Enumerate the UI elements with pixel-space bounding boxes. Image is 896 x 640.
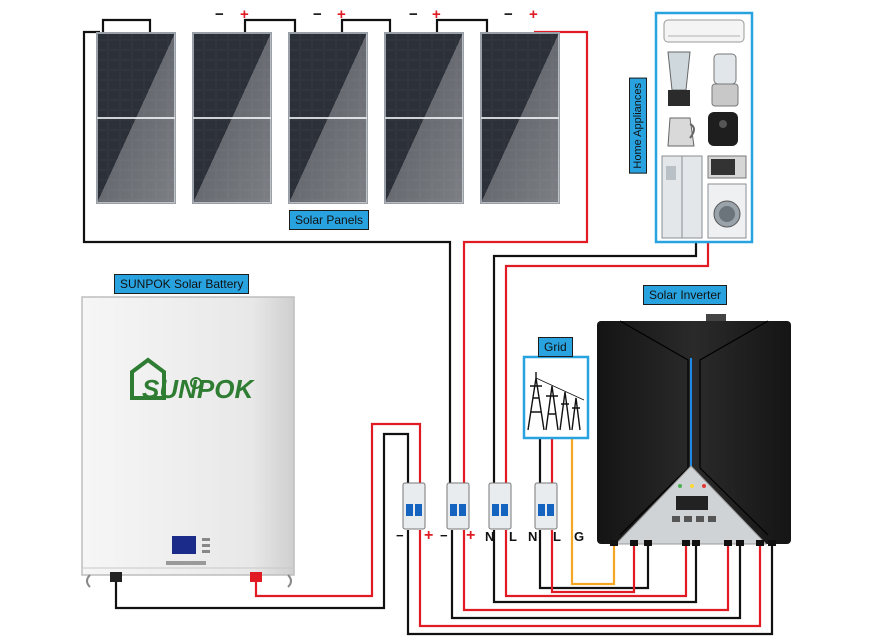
bat-neg-to-inverter — [406, 530, 774, 636]
washing-machine-icon — [707, 183, 747, 239]
grid-n-to-inverter — [538, 530, 650, 590]
air-conditioner-icon — [663, 19, 745, 43]
panel-4-positive-sign: + — [432, 6, 441, 23]
grid-panel — [522, 355, 590, 440]
kettle-icon — [667, 117, 695, 147]
panel-link-4 — [435, 18, 489, 32]
solar-panel-2 — [192, 32, 272, 204]
panel-3-negative-sign: − — [313, 6, 322, 23]
terminal-battery-positive: + — [424, 527, 434, 544]
panel-5-positive-sign: + — [529, 6, 538, 23]
solar-panel-3 — [288, 32, 368, 204]
pv-pos-to-inverter — [462, 530, 730, 612]
grid-label: Grid — [538, 337, 573, 357]
blender-icon — [667, 51, 691, 106]
breaker-dc-battery — [402, 482, 426, 530]
battery-unit: SUNPOK — [81, 296, 295, 588]
breaker-dc-pv — [446, 482, 470, 530]
wires — [82, 18, 774, 636]
appliances-panel — [654, 11, 754, 244]
load-neutral-wire — [492, 242, 698, 490]
terminal-load-l: L — [509, 529, 517, 544]
terminal-battery-negative: − — [396, 528, 404, 543]
terminal-grid-l: L — [553, 529, 561, 544]
panel-link-2 — [243, 18, 297, 32]
inverter-terminals — [610, 540, 776, 546]
food-processor-icon — [711, 53, 739, 107]
pv-neg-to-inverter — [450, 530, 742, 620]
pv-negative-wire — [82, 30, 452, 490]
terminal-ground: G — [574, 529, 585, 544]
refrigerator-icon — [661, 155, 703, 239]
panel-link-3 — [340, 18, 392, 32]
terminal-grid-n: N — [528, 529, 538, 544]
terminal-pv-positive: + — [466, 527, 476, 544]
air-fryer-icon — [708, 112, 738, 146]
terminal-load-n: N — [485, 529, 495, 544]
panel-2-negative-sign: − — [215, 6, 224, 23]
pv-positive-wire — [462, 30, 589, 490]
panel-link-1 — [101, 18, 152, 32]
solar-panel-array — [96, 32, 560, 204]
solar-panels-label: Solar Panels — [289, 210, 370, 230]
solar-panel-1 — [96, 32, 176, 204]
sunpok-logo-icon — [130, 357, 202, 400]
load-live-wire — [504, 242, 710, 490]
inverter-unit — [597, 314, 791, 546]
bat-pos-to-inverter — [418, 530, 762, 628]
terminal-pv-negative: − — [440, 528, 448, 543]
solar-panel-4 — [384, 32, 464, 204]
battery-logo-text: SUNPOK — [142, 374, 255, 404]
battery-negative-wire — [114, 432, 410, 610]
grid-ground-wire — [570, 438, 616, 586]
panel-2-positive-sign: + — [240, 6, 249, 23]
load-l-to-inverter — [504, 530, 688, 598]
battery-display — [172, 536, 196, 554]
power-tower-icon — [527, 372, 585, 431]
breaker-ac-load — [488, 482, 512, 530]
microwave-icon — [707, 155, 747, 179]
battery-positive-terminal — [250, 572, 262, 582]
panel-4-negative-sign: − — [409, 6, 418, 23]
panel-3-positive-sign: + — [337, 6, 346, 23]
battery-positive-wire — [254, 422, 422, 598]
battery-label: SUNPOK Solar Battery — [114, 274, 250, 294]
grid-l-to-inverter — [550, 530, 636, 594]
battery-negative-terminal — [110, 572, 122, 582]
inverter-label: Solar Inverter — [643, 285, 728, 305]
breaker-ac-grid — [534, 482, 558, 530]
home-appliances-label: Home Appliances — [629, 78, 647, 174]
load-n-to-inverter — [492, 530, 698, 604]
panel-5-negative-sign: − — [504, 6, 513, 23]
solar-panel-5 — [480, 32, 560, 204]
inverter-control-panel — [672, 484, 716, 522]
